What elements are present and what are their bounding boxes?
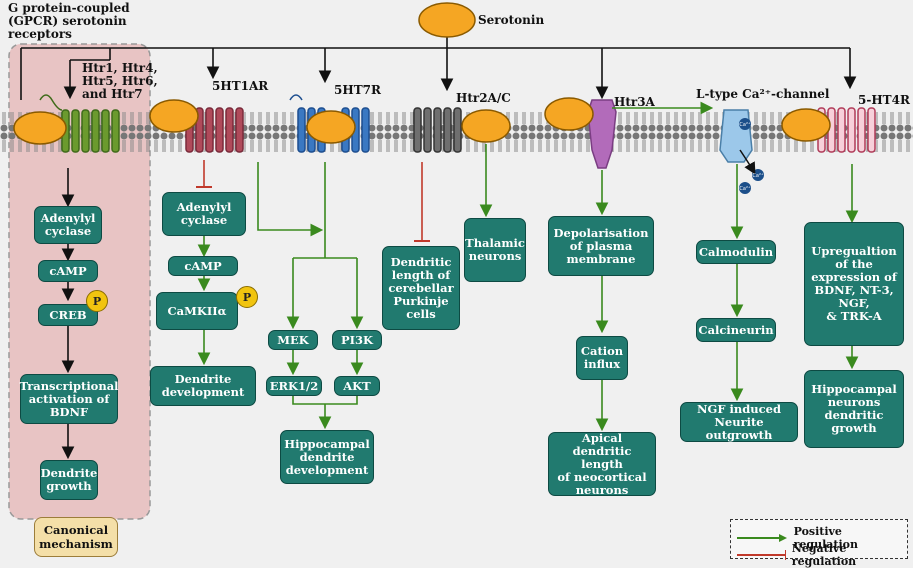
negative-tbar-icon (737, 550, 786, 560)
receptor-label-5ht1ar: 5HT1AR (212, 79, 269, 93)
upregulation-node: Upregualtion of the expression of BDNF, … (804, 222, 904, 346)
mek-node: MEK (268, 330, 318, 350)
receptor-label-group1: Htr1, Htr4, Htr5, Htr6, and Htr7 (82, 61, 158, 101)
dendrite-development-node: Dendrite development (150, 366, 256, 406)
camkii-node: CaMKIIα (156, 292, 238, 330)
ca-ion-1-label: Ca²⁺ (739, 122, 751, 128)
akt-node: AKT (334, 376, 380, 396)
htr3a-channel-shape (587, 99, 617, 169)
legend-negative-label: Negative regulation (791, 542, 857, 568)
5ht4r-receptor-shape (817, 107, 876, 153)
signal-arrows (61, 101, 859, 460)
receptor-label-htr3a: Htr3A (614, 95, 655, 109)
hippocampal-growth-node: Hippocampal neurons dendritic growth (804, 370, 904, 448)
adenylyl-cyclase-canonical: Adenylyl cyclase (34, 206, 102, 244)
positive-arrow-icon (737, 534, 787, 542)
dendrite-growth-node: Dendrite growth (40, 460, 98, 500)
ngf-neurite-node: NGF induced Neurite outgrowth (680, 402, 798, 442)
camp-5ht1ar: cAMP (168, 256, 238, 276)
serotonin-gpcr (13, 111, 67, 145)
apical-dendritic-node: Apical dendritic length of neocortical n… (548, 431, 656, 496)
serotonin-htr3a (544, 97, 594, 131)
legend-positive-row: Positive regulation (737, 525, 907, 551)
legend-negative-row: Negative regulation (737, 542, 907, 568)
pi3k-node: PI3K (332, 330, 382, 350)
htr2ac-receptor-shape (413, 107, 462, 153)
gpcr-title: G protein-coupled (GPCR) serotonin recep… (8, 1, 130, 41)
ca-ion-3-label: Ca²⁺ (739, 186, 751, 192)
receptor-label-ltype: L-type Ca²⁺-channel (696, 87, 830, 101)
serotonin-htr2ac (461, 109, 511, 143)
cation-influx-node: Cation influx (576, 336, 628, 380)
serotonin-5ht1ar (149, 99, 199, 133)
erk-node: ERK1/2 (266, 376, 322, 396)
ca-ion-2-label: Ca²⁺ (752, 173, 764, 179)
adenylyl-cyclase-5ht1ar: Adenylyl cyclase (162, 192, 246, 236)
legend-positive-label: Positive regulation (793, 525, 858, 551)
serotonin-label: Serotonin (478, 13, 545, 27)
calcineurin-node: Calcineurin (696, 318, 776, 342)
camkii-phospho-badge: P (236, 286, 258, 308)
depolarisation-node: Depolarisation of plasma membrane (548, 216, 654, 276)
hippocampal-dendrite-dev-node: Hippocampal dendrite development (280, 430, 374, 484)
canonical-mechanism-label: Canonical mechanism (34, 517, 118, 557)
ca-influx-arrow (739, 149, 756, 175)
serotonin-main (418, 2, 476, 38)
calmodulin-node: Calmodulin (696, 240, 776, 264)
creb-phospho-badge: P (86, 290, 108, 312)
ltype-channel-shape (719, 109, 753, 163)
receptor-label-htr2ac: Htr2A/C (456, 91, 511, 105)
serotonin-5ht7r (306, 110, 356, 144)
receptor-label-5ht7r: 5HT7R (334, 83, 381, 97)
receptor-label-5ht4r: 5-HT4R (858, 93, 910, 107)
creb-node: CREB (38, 304, 98, 326)
legend: Positive regulation Negative regulation (730, 519, 908, 568)
transcriptional-activation-node: Transcriptional activation of BDNF (19, 374, 119, 424)
serotonin-branches (20, 36, 857, 100)
serotonin-molecules (13, 2, 831, 145)
thalamic-neurons-node: Thalamic neurons (464, 218, 526, 282)
ca-ion-1 (739, 118, 751, 130)
serotonin-5ht4r (781, 108, 831, 142)
camp-canonical: cAMP (38, 260, 98, 282)
ca-ion-3 (739, 182, 751, 194)
purkinje-dendrite-node: Dendritic length of cerebellar Purkinje … (382, 246, 460, 330)
